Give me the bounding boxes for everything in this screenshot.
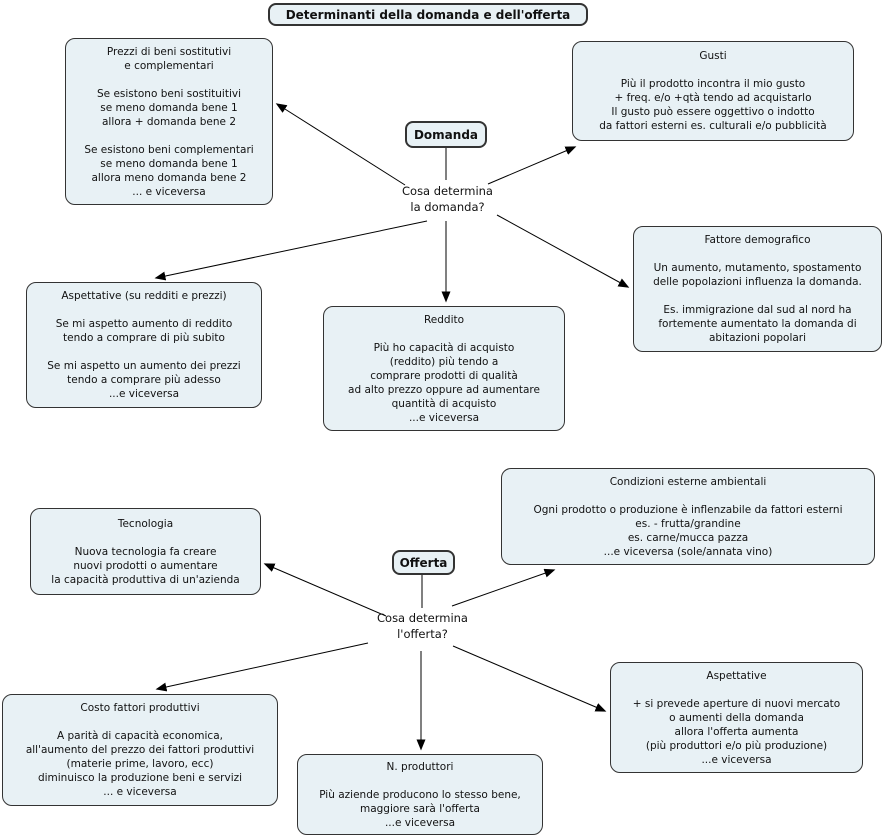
node-reddito-text: Reddito Più ho capacità di acquisto (red… (348, 313, 540, 424)
node-tecnologia-text: Tecnologia Nuova tecnologia fa creare nu… (51, 517, 240, 586)
node-condizioni-esterne: Condizioni esterne ambientali Ogni prodo… (501, 468, 875, 565)
node-prezzi-beni-sostitutivi: Prezzi di beni sostitutivi e complementa… (65, 38, 273, 205)
node-n-produttori-text: N. produttori Più aziende producono lo s… (319, 760, 521, 829)
node-aspettative-domanda: Aspettative (su redditi e prezzi) Se mi … (26, 282, 262, 408)
node-offerta-root: Offerta (392, 550, 455, 575)
node-costo-fattori-produttivi-text: Costo fattori produttivi A parità di cap… (25, 702, 255, 798)
node-domanda-root-label: Domanda (413, 127, 479, 142)
arrow-question-tecnologia (263, 563, 387, 617)
node-offerta-root-label: Offerta (399, 555, 448, 570)
arrow-question-costo-fattori (155, 642, 369, 692)
node-condizioni-esterne-text: Condizioni esterne ambientali Ogni prodo… (533, 475, 843, 558)
arrow-question-gusti (487, 146, 577, 185)
node-tecnologia: Tecnologia Nuova tecnologia fa creare nu… (30, 508, 261, 595)
node-fattore-demografico: Fattore demografico Un aumento, mutament… (633, 226, 882, 352)
node-aspettative-domanda-text: Aspettative (su redditi e prezzi) Se mi … (47, 290, 241, 400)
arrow-question-aspettative-offerta (452, 645, 607, 712)
node-prezzi-beni-sostitutivi-text: Prezzi di beni sostitutivi e complementa… (84, 45, 254, 198)
map-title-label: Determinanti della domanda e dell'offert… (285, 7, 571, 22)
node-aspettative-offerta-text: Aspettative + si prevede aperture di nuo… (632, 669, 841, 766)
node-gusti-text: Gusti Più il prodotto incontra il mio gu… (599, 50, 827, 132)
node-fattore-demografico-text: Fattore demografico Un aumento, mutament… (653, 234, 862, 344)
node-costo-fattori-produttivi: Costo fattori produttivi A parità di cap… (2, 694, 278, 806)
arrow-question-aspettative-domanda (154, 220, 428, 281)
arrow-question-prezzi (275, 103, 406, 186)
question-domanda: Cosa determina la domanda? (402, 184, 493, 214)
node-reddito: Reddito Più ho capacità di acquisto (red… (323, 306, 565, 431)
map-title: Determinanti della domanda e dell'offert… (268, 3, 588, 26)
node-aspettative-offerta: Aspettative + si prevede aperture di nuo… (610, 662, 863, 773)
node-n-produttori: N. produttori Più aziende producono lo s… (297, 754, 543, 835)
node-domanda-root: Domanda (405, 121, 487, 148)
arrow-question-condizioni-esterne (451, 568, 556, 607)
arrow-question-fattore-demografico (496, 214, 630, 288)
question-offerta: Cosa determina l'offerta? (377, 611, 468, 641)
node-gusti: Gusti Più il prodotto incontra il mio gu… (572, 41, 854, 141)
